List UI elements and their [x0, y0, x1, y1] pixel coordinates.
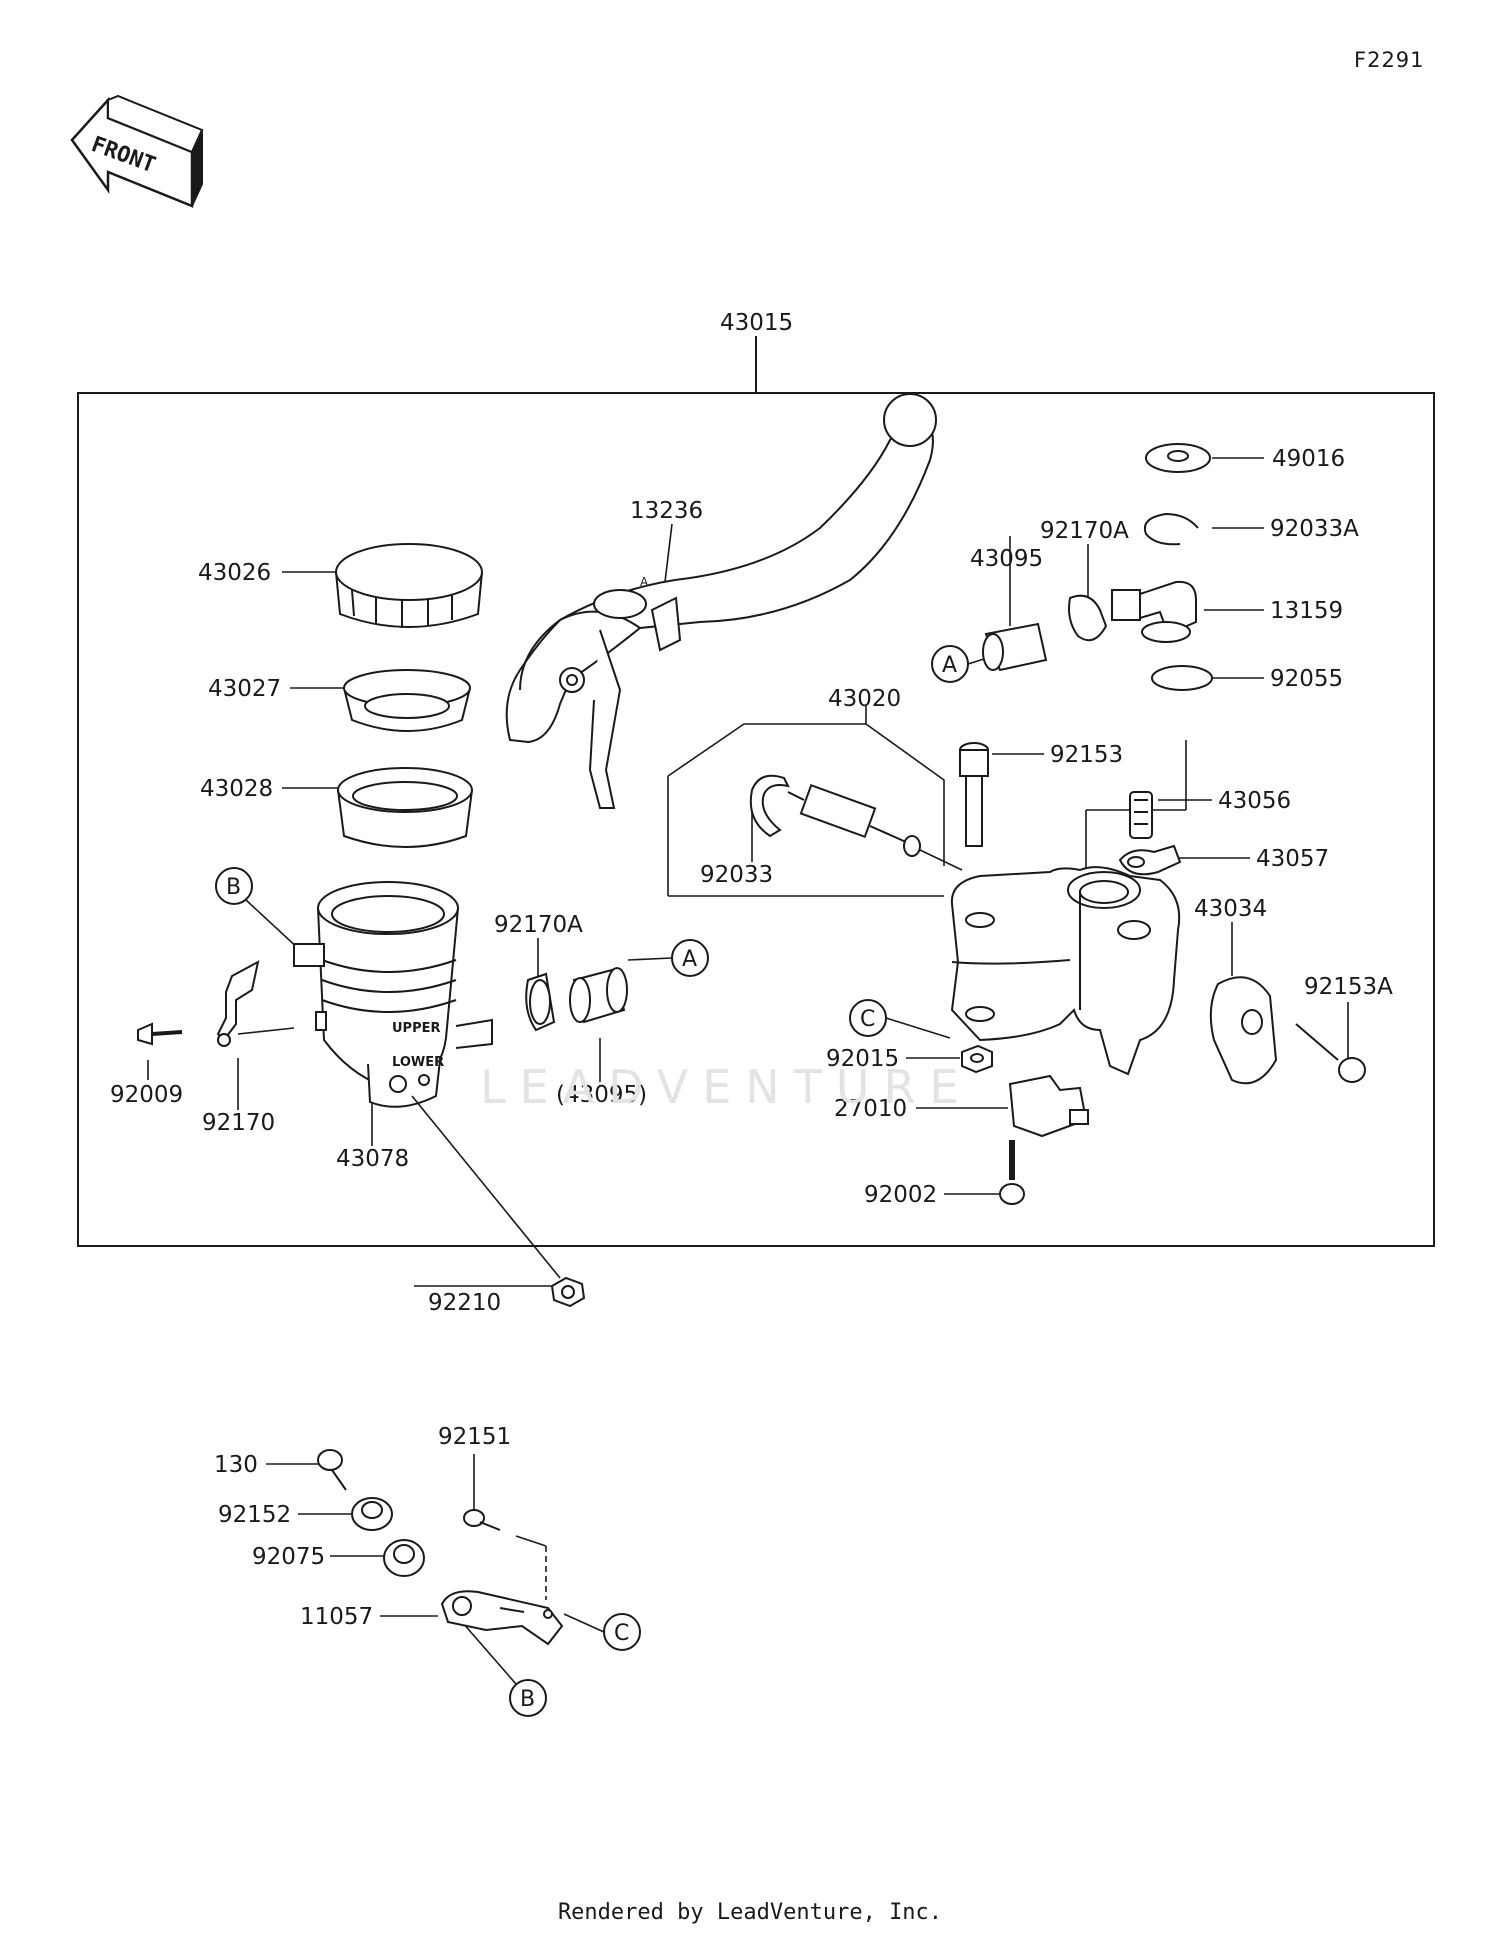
- label-27010: 27010: [834, 1096, 907, 1122]
- reservoir-tank: UPPER LOWER: [293, 881, 493, 1108]
- label-43020: 43020: [828, 686, 901, 712]
- marker-a-top-label: A: [942, 653, 957, 678]
- brake-lever: A: [505, 393, 937, 809]
- diaphragm: [337, 767, 473, 848]
- marker-c-bottom-label: C: [614, 1621, 629, 1646]
- bleeder-cap-43057: [1118, 844, 1182, 876]
- label-13159: 13159: [1270, 598, 1343, 624]
- hose-clamp-mid: [525, 972, 556, 1032]
- circlip-92033A: [1144, 512, 1199, 546]
- upper-mark: UPPER: [392, 1021, 441, 1036]
- washer-49016: [1145, 443, 1211, 473]
- bolt-92153A: [1295, 1023, 1366, 1083]
- label-43015: 43015: [720, 310, 793, 336]
- hose-fitting-13159: [1111, 580, 1197, 643]
- screw-92151: [463, 1509, 501, 1531]
- marker-c-top-label: C: [860, 1007, 875, 1032]
- label-49016: 49016: [1272, 446, 1345, 472]
- collar-92152: [351, 1497, 393, 1531]
- label-92002: 92002: [864, 1182, 937, 1208]
- label-43095: 43095: [970, 546, 1043, 572]
- lever-mark: A: [640, 575, 649, 589]
- bracket-11057: [440, 1590, 564, 1646]
- front-arrow: FRONT: [70, 94, 204, 208]
- reservoir-cap: [335, 543, 483, 628]
- label-43034: 43034: [1194, 896, 1267, 922]
- bleeder-43056: [1129, 791, 1153, 839]
- label-43027: 43027: [208, 676, 281, 702]
- pivot-bolt-92153: [959, 742, 989, 847]
- brake-switch-27010: [1008, 1074, 1089, 1138]
- label-13236: 13236: [630, 498, 703, 524]
- grommet-92075: [383, 1539, 425, 1577]
- label-92170A-mid: 92170A: [494, 912, 583, 938]
- figure-id: F2291: [1354, 48, 1425, 72]
- label-92033A: 92033A: [1270, 516, 1359, 542]
- label-92151: 92151: [438, 1424, 511, 1450]
- watermark: LEADVENTURE: [480, 1060, 973, 1114]
- marker-b-bottom: [509, 1679, 547, 1717]
- label-92153A: 92153A: [1304, 974, 1393, 1000]
- label-43095-paren: (43095): [556, 1082, 647, 1108]
- label-92152: 92152: [218, 1502, 291, 1528]
- lower-mark: LOWER: [392, 1055, 444, 1070]
- hose-clamp-top: [1068, 594, 1108, 642]
- leader-lines: [147, 457, 1349, 1617]
- nut-92210: [411, 1095, 586, 1308]
- footer-credit: Rendered by LeadVenture, Inc.: [557, 1900, 943, 1925]
- label-43057: 43057: [1256, 846, 1329, 872]
- reservoir-hose-top: [982, 622, 1048, 672]
- label-43026: 43026: [198, 560, 271, 586]
- marker-b-top: [215, 867, 253, 905]
- label-92170: 92170: [202, 1110, 275, 1136]
- label-43028: 43028: [200, 776, 273, 802]
- master-cylinder-body: [950, 866, 1181, 1076]
- reservoir-bracket: [137, 960, 295, 1047]
- label-92210: 92210: [428, 1290, 501, 1316]
- marker-b-top-label: B: [226, 875, 241, 900]
- label-92033: 92033: [700, 862, 773, 888]
- label-92055: 92055: [1270, 666, 1343, 692]
- label-11057: 11057: [300, 1604, 373, 1630]
- oring-92055: [1151, 665, 1213, 691]
- reservoir-hose-mid: [569, 967, 628, 1024]
- marker-a-mid-label: A: [682, 947, 697, 972]
- piston-kit: [749, 774, 963, 871]
- reference-markers: A A B C C B: [215, 645, 1001, 1717]
- piston-kit-bracket: [667, 706, 945, 897]
- part-labels: 43015 13236 43026 43027 43028 43020 9203…: [110, 310, 1393, 1630]
- screw-92002: [999, 1140, 1025, 1205]
- label-92170A-top: 92170A: [1040, 518, 1129, 544]
- label-92015: 92015: [826, 1046, 899, 1072]
- label-43078: 43078: [336, 1146, 409, 1172]
- label-92009: 92009: [110, 1082, 183, 1108]
- diaphragm-plate: [343, 669, 471, 732]
- label-92153: 92153: [1050, 742, 1123, 768]
- nut-92015: [961, 1044, 993, 1074]
- label-130: 130: [214, 1452, 258, 1478]
- marker-b-bottom-label: B: [520, 1687, 535, 1712]
- bolt-130: [317, 1449, 347, 1491]
- label-43056: 43056: [1218, 788, 1291, 814]
- label-92075: 92075: [252, 1544, 325, 1570]
- clamp-43034: [1209, 976, 1278, 1085]
